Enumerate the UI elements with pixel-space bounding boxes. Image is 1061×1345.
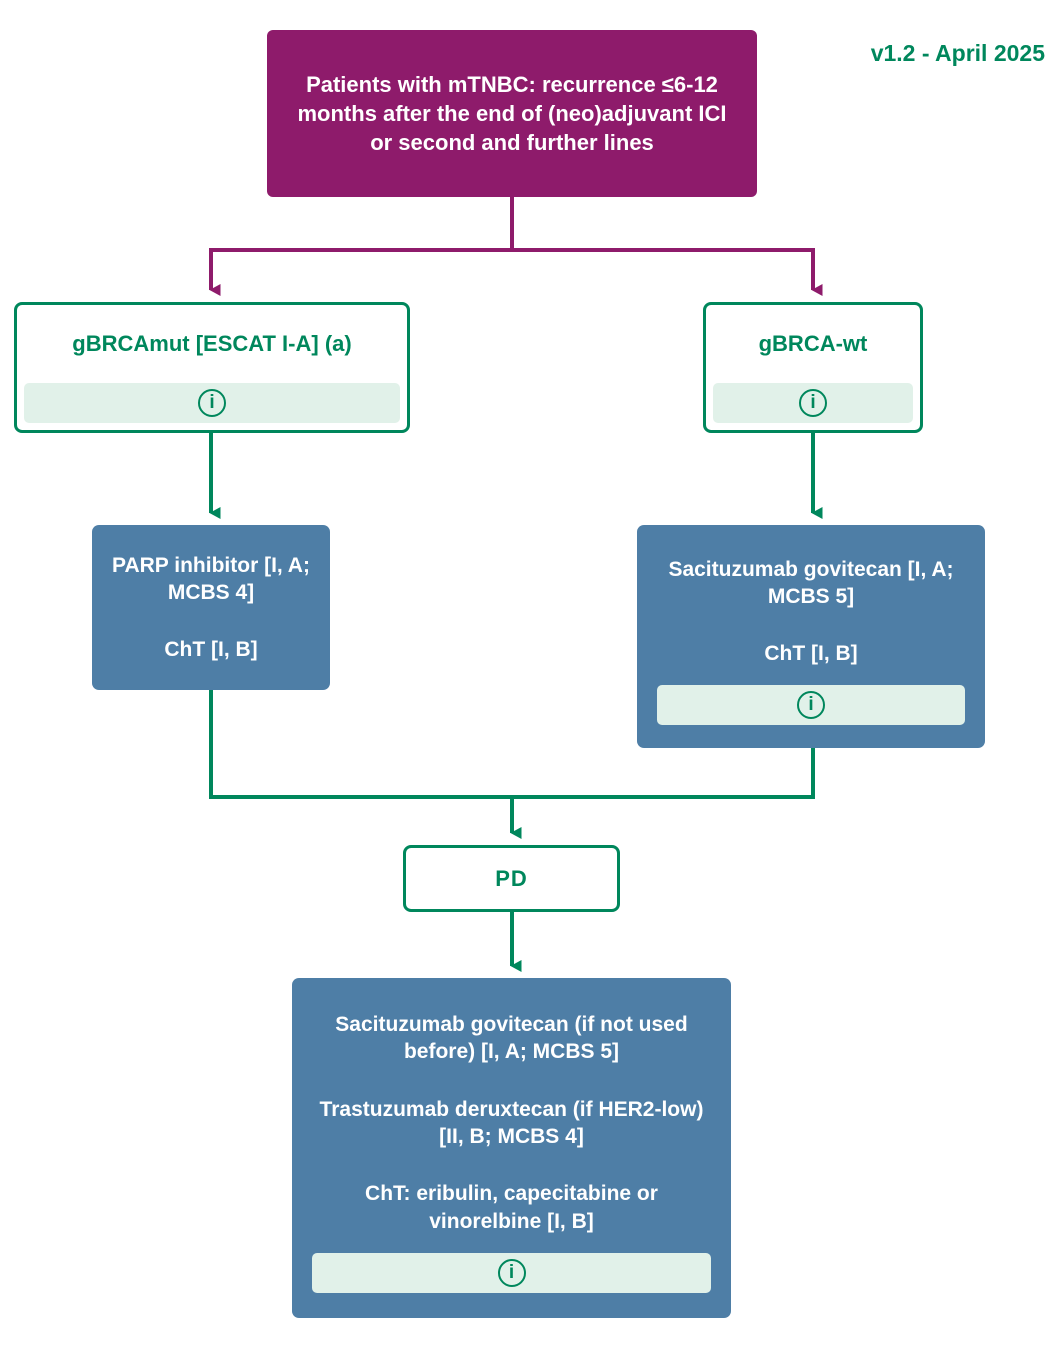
info-icon[interactable]: i	[799, 389, 827, 417]
pd-label: PD	[495, 865, 528, 891]
branch-node-gbrcamut: gBRCAmut [ESCAT I-A] (a) i	[14, 302, 410, 433]
treatment-sacituzumab-line: Sacituzumab govitecan [I, A; MCBS 5]	[668, 557, 954, 608]
final-treatment-line: Sacituzumab govitecan (if not used befor…	[335, 1013, 688, 1064]
branch-gbrcamut-label: gBRCAmut [ESCAT I-A] (a)	[72, 331, 352, 356]
treatment-node-parp: PARP inhibitor [I, A; MCBS 4] ChT [I, B]	[92, 525, 330, 690]
info-icon[interactable]: i	[497, 1258, 526, 1287]
info-icon[interactable]: i	[797, 691, 825, 720]
sacituzumab-info-strip: i	[657, 685, 965, 726]
gbrcawt-info-strip: i	[713, 383, 913, 423]
branch-gbrcawt-label: gBRCA-wt	[758, 331, 868, 356]
treatment-node-sacituzumab: Sacituzumab govitecan [I, A; MCBS 5] ChT…	[637, 525, 985, 748]
root-node-text: Patients with mTNBC: recurrence ≤6-12 mo…	[297, 71, 727, 156]
info-icon[interactable]: i	[198, 389, 226, 417]
pd-node: PD	[403, 845, 620, 912]
root-node-mtnbc: Patients with mTNBC: recurrence ≤6-12 mo…	[267, 30, 757, 197]
gbrcamut-info-strip: i	[24, 383, 400, 423]
final-treatment-node: Sacituzumab govitecan (if not used befor…	[292, 978, 731, 1318]
info-glyph: i	[808, 694, 814, 716]
info-glyph: i	[209, 392, 215, 413]
version-label: v1.2 - April 2025	[870, 40, 1045, 66]
final-treatment-line: Trastuzumab deruxtecan (if HER2-low) [II…	[319, 1097, 704, 1148]
treatment-parp-line: PARP inhibitor [I, A; MCBS 4]	[112, 553, 310, 604]
treatment-parp-line: ChT [I, B]	[164, 638, 258, 662]
info-glyph: i	[810, 392, 816, 413]
branch-node-gbrcawt: gBRCA-wt i	[703, 302, 923, 433]
info-glyph: i	[508, 1261, 515, 1283]
final-treatment-line: ChT: eribulin, capecitabine or vinorelbi…	[365, 1182, 658, 1233]
final-info-strip: i	[312, 1252, 711, 1293]
treatment-sacituzumab-line: ChT [I, B]	[764, 642, 858, 666]
